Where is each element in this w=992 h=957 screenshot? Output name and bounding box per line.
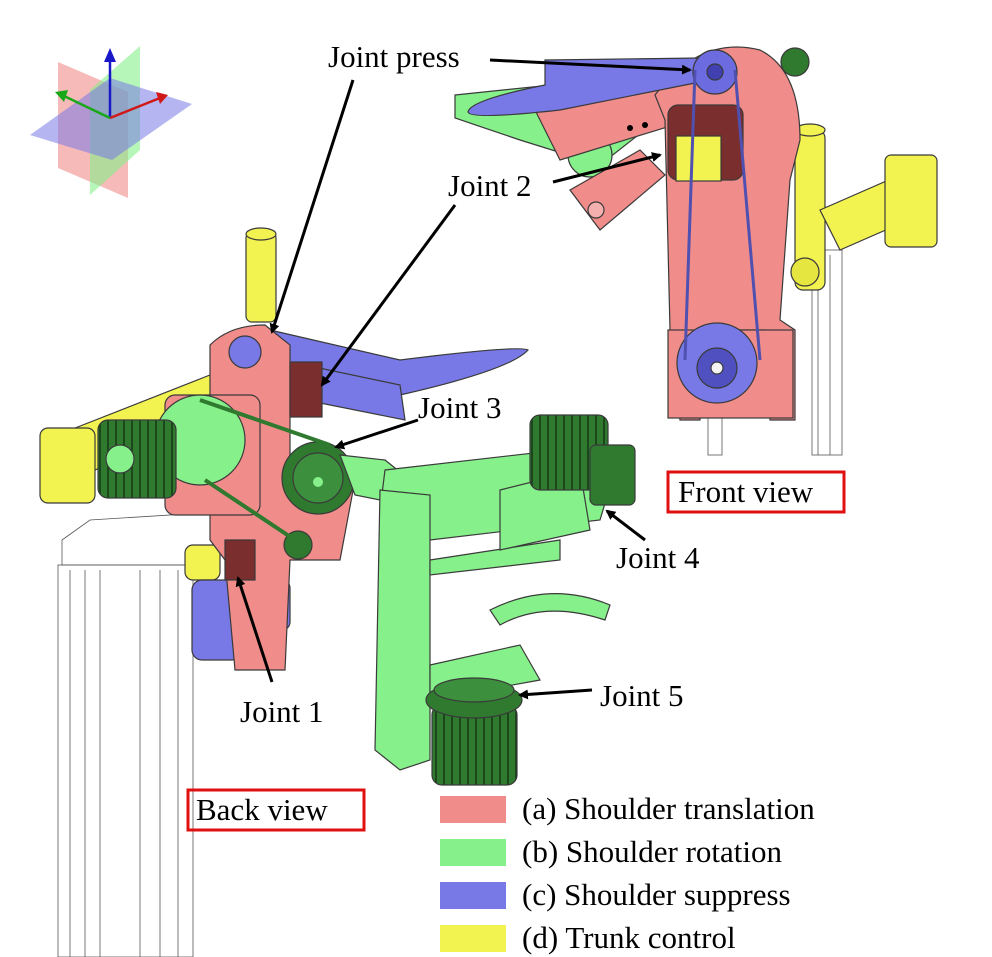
legend-swatch: [440, 839, 506, 866]
front-view-label: Front view: [678, 474, 814, 509]
coordinate-axes-icon: [30, 46, 192, 198]
arrow-joint-2-front: [552, 152, 662, 184]
arrow-joint-press-front: [489, 58, 692, 75]
front-trunk-control: [790, 123, 938, 291]
arrow-joint-press-back: [269, 79, 355, 334]
x-axis-line: [109, 96, 161, 120]
back-view-label: Back view: [196, 792, 328, 827]
arrow-joint-2-back: [320, 204, 457, 387]
joint-1-label: Joint 1: [240, 694, 324, 729]
back-pillar: [57, 509, 256, 957]
legend-swatch: [440, 882, 506, 909]
front-shoulder-suppress: [467, 49, 758, 404]
legend: (a) Shoulder translation (b) Shoulder ro…: [440, 791, 815, 955]
arrow-joint-1: [235, 576, 274, 683]
y-axis-line: [63, 94, 111, 120]
legend-item-label: (b) Shoulder rotation: [522, 834, 783, 869]
legend-swatch: [440, 925, 506, 952]
callout-arrows: [235, 58, 692, 700]
arrow-joint-4: [605, 509, 646, 542]
legend-item-label: (d) Trunk control: [522, 920, 736, 955]
legend-item-label: (c) Shoulder suppress: [522, 877, 791, 912]
arrow-joint-3: [334, 418, 419, 450]
back-view-box: [186, 788, 366, 832]
joint-press-label: Joint press: [328, 39, 460, 74]
back-view-assembly: [39, 227, 636, 957]
arrow-joint-5: [518, 688, 593, 700]
front-view-assembly: [454, 46, 938, 456]
joint-3-label: Joint 3: [418, 390, 502, 425]
legend-item-label: (a) Shoulder translation: [522, 791, 815, 826]
joint-5-label: Joint 5: [600, 678, 684, 713]
joint-2-label: Joint 2: [448, 168, 532, 203]
back-shoulder-rotation: [97, 394, 636, 786]
joint-4-label: Joint 4: [616, 540, 700, 575]
legend-swatch: [440, 796, 506, 823]
front-view-box: [666, 470, 846, 514]
